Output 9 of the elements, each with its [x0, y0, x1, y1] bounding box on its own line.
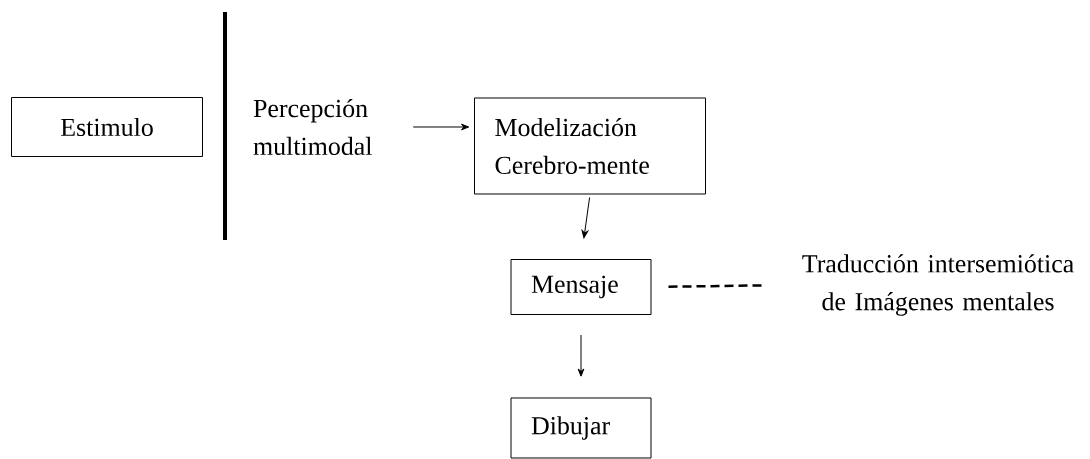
- arrow: [412, 123, 470, 131]
- text-label: Percepción multimodal: [253, 98, 372, 156]
- text-label: Traducción intersemiótica de Imágenes mentales: [802, 254, 1074, 316]
- arrow: [581, 196, 591, 239]
- process-box: Dibujar: [510, 397, 652, 459]
- process-box: Mensaje: [510, 259, 652, 315]
- process-box: Modelización Cerebro-mente: [474, 97, 706, 195]
- arrow: [577, 334, 585, 377]
- process-box: Estimulo: [11, 97, 203, 157]
